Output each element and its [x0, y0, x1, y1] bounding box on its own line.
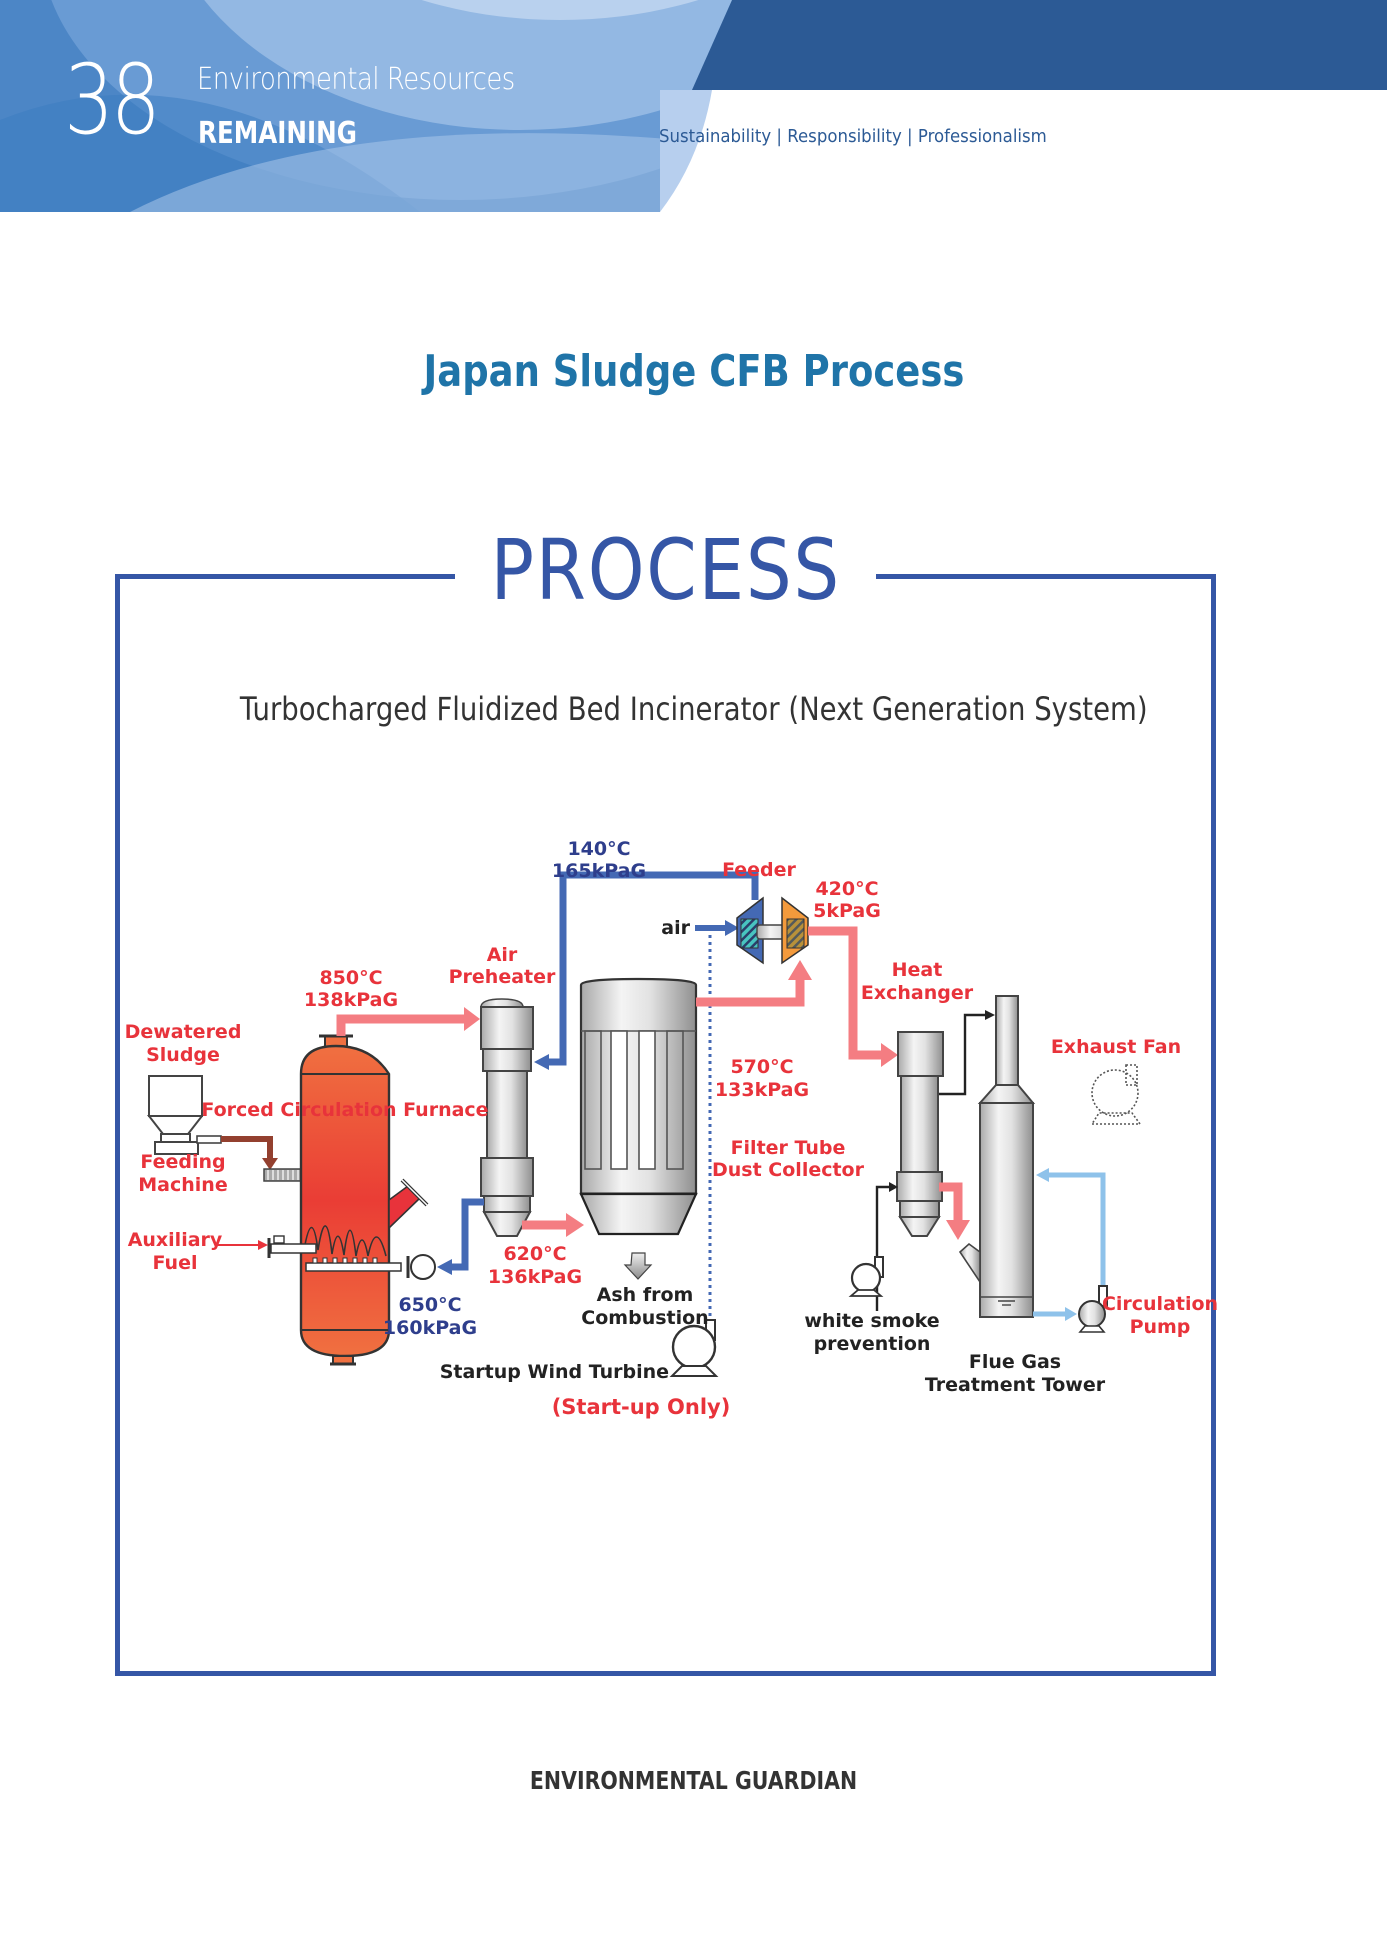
air-line-to-furnace	[450, 1198, 484, 1271]
page-title-text: Japan Sludge CFB Process	[423, 346, 964, 397]
flue-gas-treatment-tower	[958, 995, 1036, 1318]
label-ash-2: Combustion	[581, 1307, 708, 1329]
label-filter-tube-1: Filter Tube	[731, 1137, 846, 1159]
label-white-smoke-1: white smoke	[804, 1310, 939, 1332]
air-preheater	[480, 998, 534, 1237]
label-preheater-air-temp: 140°C	[567, 838, 630, 860]
label-startup-wind-turbine: Startup Wind Turbine	[440, 1361, 669, 1383]
heat-exchanger	[896, 1031, 944, 1237]
hot-gas-arrow-turbine-icon	[788, 960, 812, 980]
label-turbine-exhaust-pressure: 5kPaG	[813, 900, 881, 922]
label-startup-only: (Start-up Only)	[552, 1395, 731, 1419]
ash-down-arrow-icon	[623, 1252, 653, 1280]
tagline: Sustainability | Responsibility | Profes…	[659, 126, 1047, 147]
label-furnace-outlet-pressure: 138kPaG	[304, 989, 398, 1011]
aux-fuel-arrow-icon	[258, 1240, 268, 1250]
exhaust-line-heat-exchanger	[808, 926, 884, 1060]
label-white-smoke-2: prevention	[814, 1333, 931, 1355]
feed-line	[221, 1136, 273, 1160]
process-subtitle-text: Turbocharged Fluidized Bed Incinerator (…	[239, 690, 1148, 728]
air-intake-arrow-icon	[725, 920, 739, 936]
hot-gas-arrow-icon	[464, 1007, 480, 1031]
label-preheater-gas-pressure: 136kPaG	[488, 1266, 582, 1288]
exhaust-arrow-icon	[881, 1043, 898, 1067]
screw-feeder-threads	[267, 1170, 299, 1180]
hot-gas-arrow-tower-icon	[946, 1220, 970, 1240]
label-forced-circulation-furnace: Forced Circulation Furnace	[201, 1099, 488, 1121]
label-flue-gas-1: Flue Gas	[969, 1351, 1061, 1373]
exhaust-fan	[1090, 1064, 1142, 1125]
label-heat-exchanger-2: Exchanger	[861, 982, 974, 1004]
clean-gas-arrow-icon	[985, 1010, 995, 1020]
hot-gas-line-furnace	[336, 1014, 467, 1036]
water-arrow-tower-icon	[1036, 1168, 1049, 1182]
label-circulation-pump-2: Pump	[1130, 1316, 1191, 1338]
air-arrow-icon	[534, 1054, 549, 1070]
filter-tube-dust-collector	[579, 977, 698, 1236]
white-smoke-arrow-icon	[889, 1182, 898, 1192]
white-smoke-fan	[848, 1256, 884, 1297]
label-dewatered-sludge-2: Sludge	[146, 1044, 220, 1066]
section-subtitle: REMAINING	[198, 116, 357, 151]
clean-gas-line	[939, 1013, 987, 1096]
footer-text: ENVIRONMENTAL GUARDIAN	[529, 1766, 858, 1795]
page-number: 38	[64, 44, 161, 156]
label-furnace-air-temp: 650°C	[398, 1294, 461, 1316]
label-furnace-air-pressure: 160kPaG	[383, 1317, 477, 1339]
process-heading: PROCESS	[455, 528, 876, 612]
water-line-to-tower	[1047, 1172, 1106, 1285]
label-furnace-outlet-temp: 850°C	[319, 967, 382, 989]
frame-top-left-rule	[115, 574, 455, 579]
label-heat-exchanger-1: Heat	[892, 959, 943, 981]
label-auxiliary-fuel-1: Auxiliary	[128, 1229, 223, 1251]
page-footer: ENVIRONMENTAL GUARDIAN	[0, 1766, 1387, 1795]
label-air-preheater-1: Air	[487, 944, 518, 966]
label-turbine-exhaust-temp: 420°C	[815, 878, 878, 900]
label-collector-out-temp: 570°C	[730, 1056, 793, 1078]
header-background	[0, 0, 1387, 212]
label-exhaust-fan: Exhaust Fan	[1051, 1036, 1181, 1058]
process-frame	[115, 576, 1216, 1676]
process-subtitle: Turbocharged Fluidized Bed Incinerator (…	[0, 690, 1387, 728]
water-arrow-pump-icon	[1065, 1307, 1077, 1321]
label-ash-1: Ash from	[597, 1284, 694, 1306]
frame-top-right-rule	[876, 574, 1216, 579]
hot-gas-line-tower	[939, 1182, 963, 1222]
label-air-preheater-2: Preheater	[449, 966, 556, 988]
label-preheater-gas-temp: 620°C	[503, 1243, 566, 1265]
forced-circulation-furnace	[267, 1034, 436, 1366]
label-feeding-machine-2: Machine	[138, 1174, 227, 1196]
feed-arrow-icon	[262, 1158, 278, 1170]
hot-gas-line-turbine	[696, 978, 805, 1007]
label-dewatered-sludge-1: Dewatered	[125, 1021, 242, 1043]
section-title: Environmental Resources	[197, 62, 515, 97]
process-heading-text: PROCESS	[490, 521, 841, 619]
sludge-hopper	[146, 1075, 222, 1155]
label-flue-gas-2: Treatment Tower	[925, 1374, 1106, 1396]
label-feeding-machine-1: Feeding	[140, 1151, 225, 1173]
page-title: Japan Sludge CFB Process	[0, 346, 1387, 397]
label-auxiliary-fuel-2: Fuel	[153, 1252, 198, 1274]
label-collector-out-pressure: 133kPaG	[715, 1079, 809, 1101]
turbocharger-feeder	[736, 896, 809, 965]
page-header: 38 Environmental Resources REMAINING Sus…	[0, 0, 1387, 212]
label-filter-tube-2: Dust Collector	[712, 1159, 865, 1181]
white-smoke-line	[875, 1185, 891, 1311]
label-preheater-air-pressure: 165kPaG	[552, 860, 646, 882]
hot-gas-arrow-collector-icon	[566, 1213, 584, 1237]
label-feeder: Feeder	[722, 859, 796, 881]
air-line-to-preheater	[546, 871, 759, 1066]
air-arrow-furnace-icon	[437, 1259, 452, 1275]
label-air: air	[661, 917, 690, 939]
label-circulation-pump-1: Circulation	[1102, 1293, 1218, 1315]
circulation-pump	[1078, 1285, 1108, 1333]
startup-wind-turbine-fan	[669, 1319, 719, 1377]
